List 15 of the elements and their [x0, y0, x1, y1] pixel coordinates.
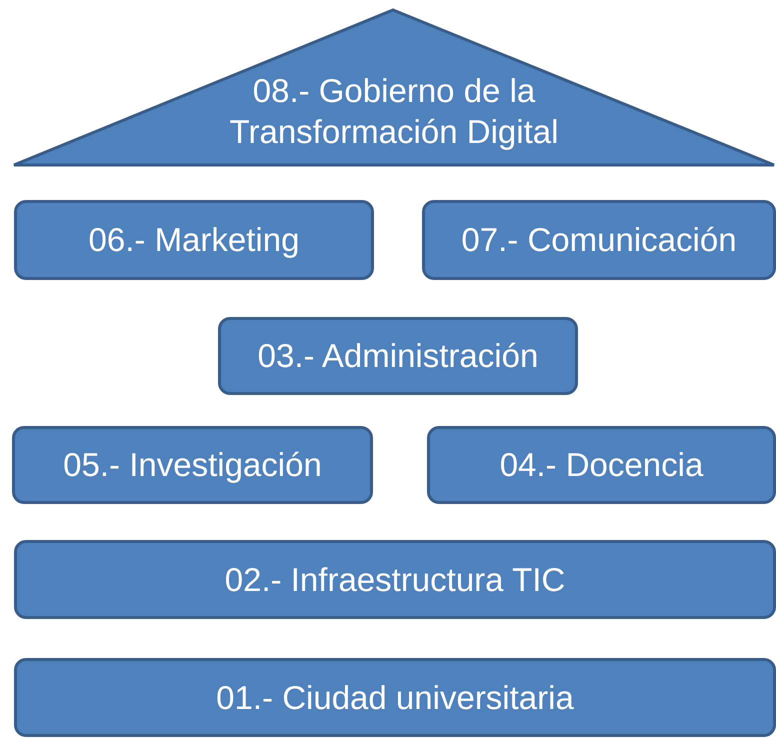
roof-label: 08.- Gobierno de la Transformación Digital [228, 71, 560, 152]
level-label: 05.- Investigación [63, 445, 322, 486]
level-box [14, 658, 776, 737]
level-box [218, 317, 578, 395]
level-label: 02.- Infraestructura TIC [224, 560, 566, 600]
level-label: 04.- Docencia [500, 445, 704, 486]
level-box [14, 540, 776, 619]
level-label: 03.- Administración [258, 336, 538, 376]
level-label: 01.- Ciudad universitaria [216, 678, 574, 718]
level-box [12, 426, 373, 504]
level-box [422, 200, 776, 280]
level-box [14, 200, 374, 280]
level-label: 06.- Marketing [88, 220, 300, 260]
level-box [427, 426, 776, 504]
level-label: 07.- Comunicación [461, 220, 737, 260]
